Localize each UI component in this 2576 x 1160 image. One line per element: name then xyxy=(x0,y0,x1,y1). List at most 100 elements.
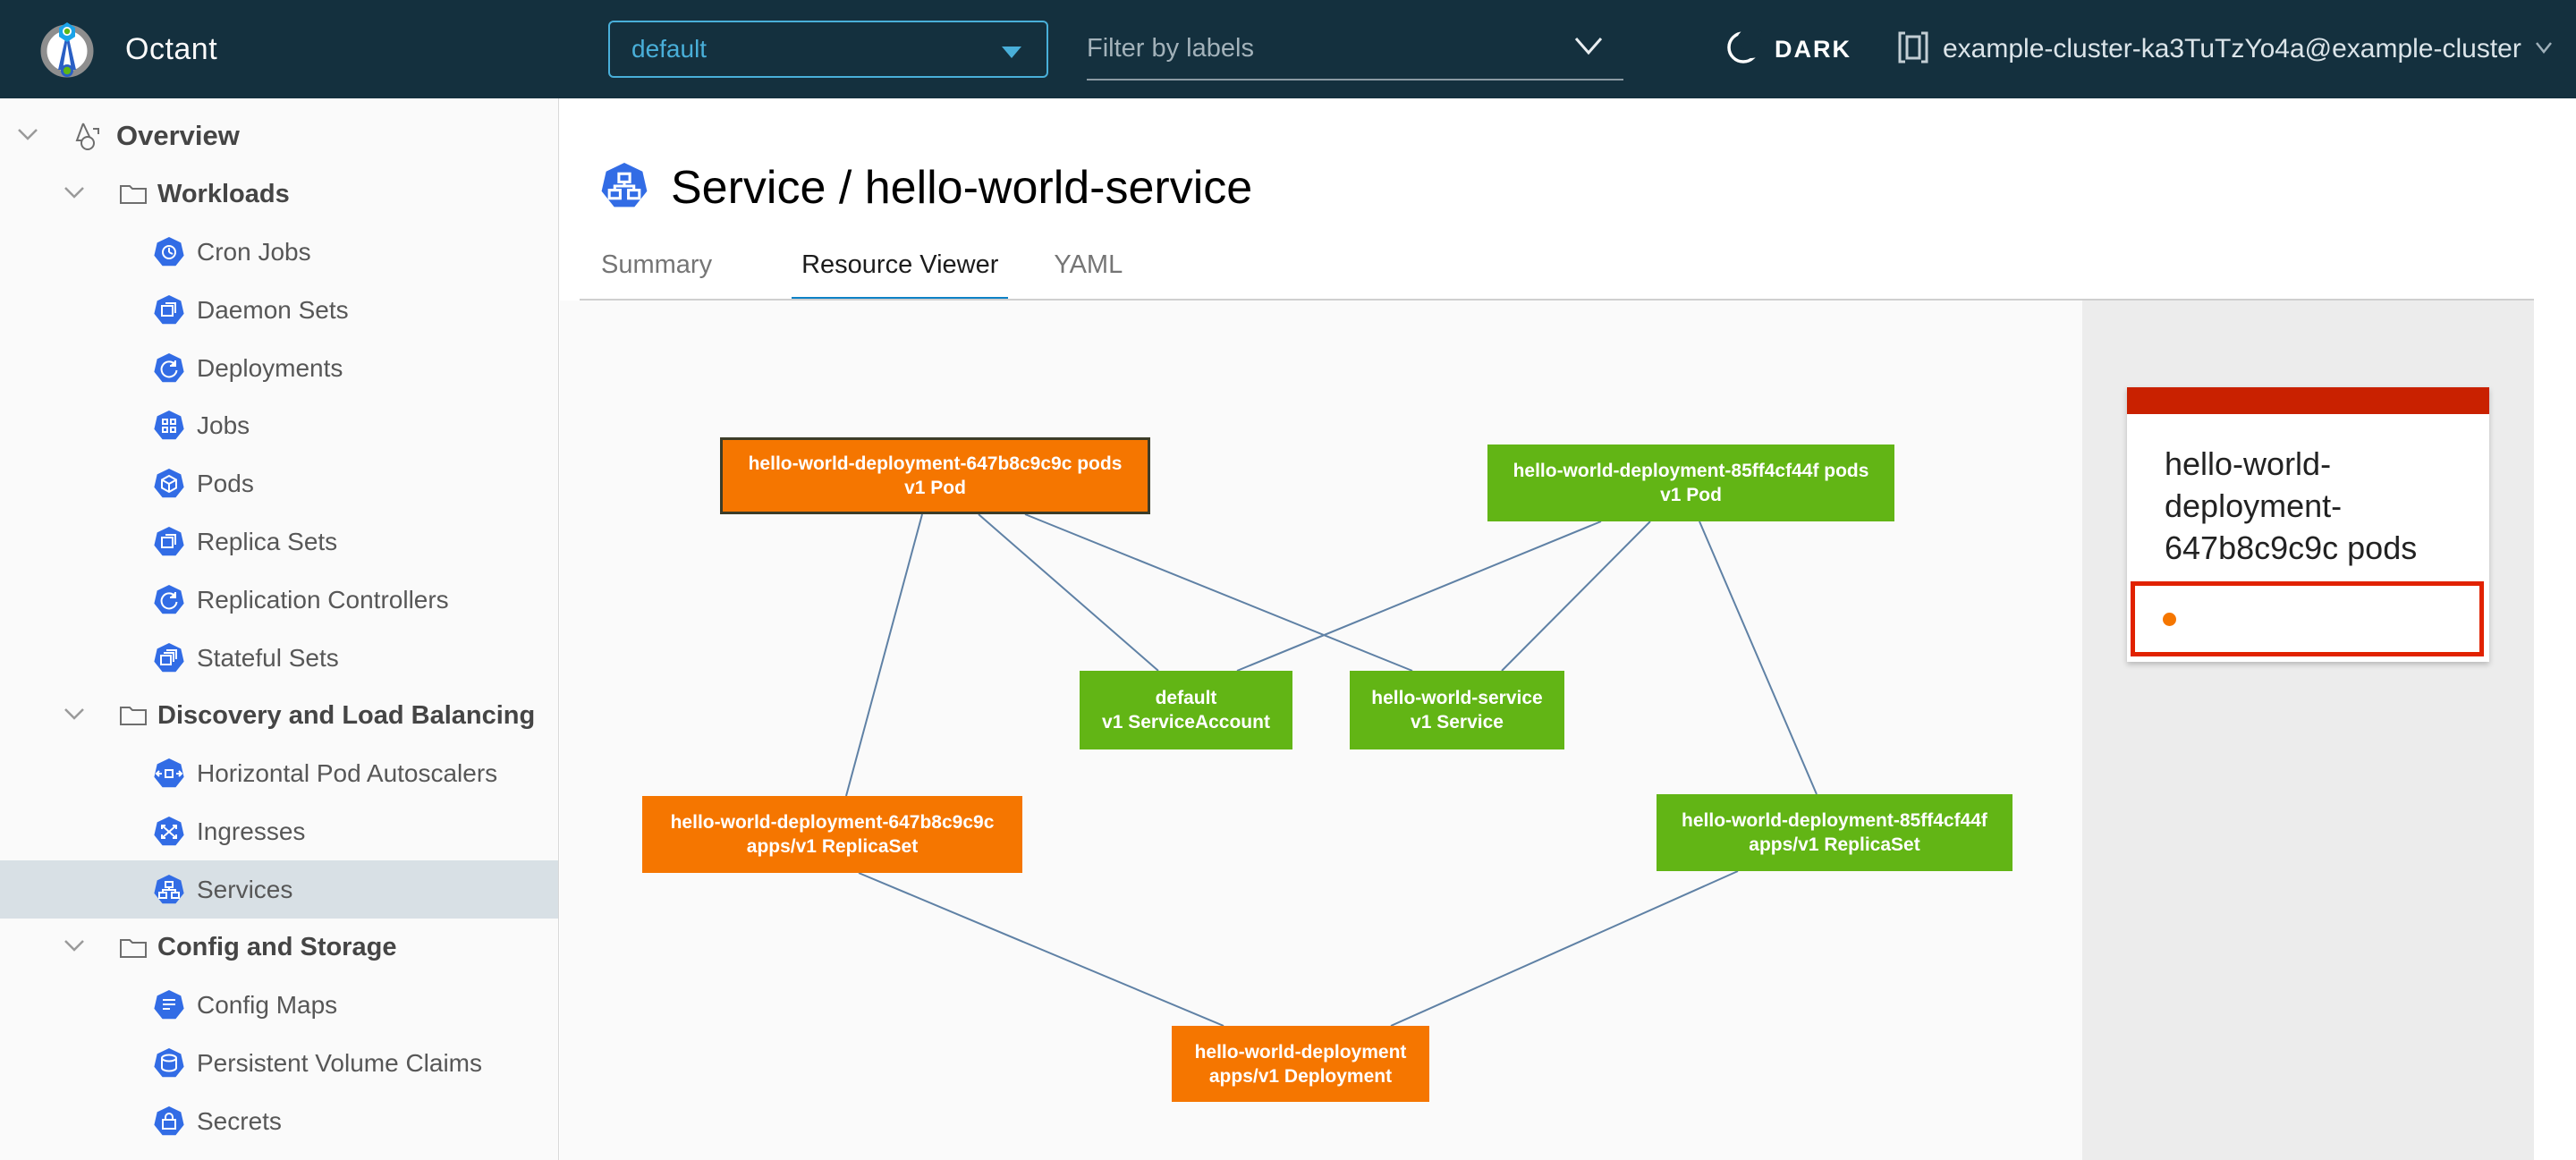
sidebar-item-deployments[interactable]: Deployments xyxy=(0,339,558,397)
sidebar-item-label: Daemon Sets xyxy=(197,295,349,324)
node-name: hello-world-deployment-647b8c9c9c xyxy=(670,812,995,833)
cronjob-icon xyxy=(154,236,184,267)
hpa-icon xyxy=(154,758,184,789)
node-kind: v1 Pod xyxy=(904,478,966,498)
namespace-dropdown[interactable]: default xyxy=(608,21,1048,78)
graph-node-rs-647[interactable]: hello-world-deployment-647b8c9c9c apps/v1… xyxy=(642,796,1022,873)
sidebar-item-pods[interactable]: Pods xyxy=(0,455,558,513)
node-name: hello-world-deployment-85ff4cf44f xyxy=(1682,810,1987,831)
chevron-down-icon[interactable] xyxy=(63,707,86,725)
node-kind: v1 Pod xyxy=(1660,485,1722,505)
node-name: hello-world-deployment xyxy=(1194,1041,1407,1063)
tab-summary[interactable]: Summary xyxy=(601,250,713,279)
sidebar-item-workloads[interactable]: Workloads xyxy=(0,165,558,224)
service-icon xyxy=(601,162,648,214)
node-kind: v1 Service xyxy=(1411,712,1504,732)
sidebar-item-discovery-and-load-balancing[interactable]: Discovery and Load Balancing xyxy=(0,687,558,745)
replicaset-icon xyxy=(154,526,184,557)
node-kind: v1 ServiceAccount xyxy=(1102,712,1270,732)
overview-icon xyxy=(70,118,106,154)
sidebar-item-stateful-sets[interactable]: Stateful Sets xyxy=(0,629,558,687)
node-name: default xyxy=(1155,688,1217,708)
sidebar-item-label: Stateful Sets xyxy=(197,643,339,672)
sidebar-item-label: Deployments xyxy=(197,353,343,382)
page-title-text: Service / hello-world-service xyxy=(671,162,1253,214)
node-name: hello-world-deployment-647b8c9c9c pods xyxy=(748,453,1123,474)
node-name: hello-world-service xyxy=(1371,688,1543,708)
node-kind: apps/v1 ReplicaSet xyxy=(746,836,919,857)
sidebar-item-horizontal-pod-autoscalers[interactable]: Horizontal Pod Autoscalers xyxy=(0,745,558,803)
sidebar-item-config-maps[interactable]: Config Maps xyxy=(0,977,558,1035)
pvc-icon xyxy=(154,1048,184,1079)
graph-node-svc-hello[interactable]: hello-world-service v1 Service xyxy=(1350,671,1564,749)
cluster-icon xyxy=(1896,29,1930,71)
sidebar-item-label: Config and Storage xyxy=(157,933,397,962)
selected-resource-card: hello-world-deployment-647b8c9c9c pods xyxy=(2127,387,2489,662)
graph-node-rs-85f[interactable]: hello-world-deployment-85ff4cf44f apps/v1… xyxy=(1657,794,2012,871)
page-title: Service / hello-world-service xyxy=(601,161,1252,215)
node-kind: apps/v1 Deployment xyxy=(1208,1065,1393,1087)
pod-icon xyxy=(154,469,184,499)
sidebar-item-jobs[interactable]: Jobs xyxy=(0,397,558,455)
chevron-down-icon[interactable] xyxy=(63,185,86,204)
tab-bar-rule xyxy=(580,299,2534,301)
graph-node-pod-647[interactable]: hello-world-deployment-647b8c9c9c pods v1… xyxy=(720,437,1150,514)
daemonset-icon xyxy=(154,294,184,326)
statefulset-icon xyxy=(154,642,184,673)
service-icon xyxy=(154,874,184,905)
cluster-context-label: example-cluster-ka3TuTzYo4a@example-clus… xyxy=(1943,34,2521,64)
sidebar-item-replica-sets[interactable]: Replica Sets xyxy=(0,513,558,572)
main-content: Service / hello-world-service Summary Res… xyxy=(560,98,2576,1160)
sidebar-item-ingresses[interactable]: Ingresses xyxy=(0,803,558,861)
sidebar-item-config-and-storage[interactable]: Config and Storage xyxy=(0,919,558,977)
node-kind: apps/v1 ReplicaSet xyxy=(1749,834,1920,855)
folder-icon xyxy=(118,933,148,963)
card-status-box[interactable] xyxy=(2131,581,2484,656)
sidebar-item-overview[interactable]: Overview xyxy=(0,107,558,165)
sidebar-item-secrets[interactable]: Secrets xyxy=(0,1093,558,1151)
tab-bar: Summary Resource Viewer YAML xyxy=(601,250,1123,303)
ingress-icon xyxy=(154,816,184,847)
graph-node-sa-default[interactable]: default v1 ServiceAccount xyxy=(1080,671,1292,749)
replicationcontroller-icon xyxy=(154,584,184,615)
dropdown-caret-icon xyxy=(1002,47,1021,58)
chevron-down-icon[interactable] xyxy=(63,938,86,957)
sidebar-item-label: Jobs xyxy=(197,411,250,440)
sidebar-item-replication-controllers[interactable]: Replication Controllers xyxy=(0,571,558,629)
chevron-down-icon xyxy=(2534,40,2554,59)
sidebar-item-cron-jobs[interactable]: Cron Jobs xyxy=(0,224,558,282)
app-header: Octant default Filter by labels DARK ex xyxy=(0,0,2576,98)
sidebar-item-services[interactable]: Services xyxy=(0,860,558,919)
label-filter-placeholder: Filter by labels xyxy=(1087,34,1254,63)
label-filter[interactable]: Filter by labels xyxy=(1087,0,1623,98)
namespace-dropdown-value: default xyxy=(631,35,708,63)
moon-icon xyxy=(1726,27,1767,72)
sidebar-item-label: Cron Jobs xyxy=(197,237,311,266)
folder-icon xyxy=(118,700,148,731)
app-title: Octant xyxy=(125,31,218,66)
detail-panel: hello-world-deployment-647b8c9c9c pods xyxy=(2082,301,2534,1160)
theme-toggle-label: DARK xyxy=(1775,35,1852,63)
sidebar-item-label: Pods xyxy=(197,470,254,498)
sidebar-item-label: Workloads xyxy=(157,179,290,208)
tab-resource-viewer[interactable]: Resource Viewer xyxy=(792,250,1009,303)
deployment-icon xyxy=(154,352,184,384)
sidebar-item-label: Overview xyxy=(116,120,240,152)
sidebar-item-label: Discovery and Load Balancing xyxy=(157,700,536,730)
sidebar-item-daemon-sets[interactable]: Daemon Sets xyxy=(0,281,558,339)
theme-toggle-button[interactable]: DARK xyxy=(1726,0,1852,98)
secret-icon xyxy=(154,1105,184,1137)
tab-yaml[interactable]: YAML xyxy=(1054,250,1123,279)
sidebar-item-persistent-volume-claims[interactable]: Persistent Volume Claims xyxy=(0,1035,558,1093)
sidebar-item-label: Replica Sets xyxy=(197,527,338,555)
chevron-down-icon[interactable] xyxy=(1573,36,1604,60)
chevron-down-icon[interactable] xyxy=(16,127,39,146)
cluster-context-selector[interactable]: example-cluster-ka3TuTzYo4a@example-clus… xyxy=(1896,0,2554,98)
sidebar-item-label: Ingresses xyxy=(197,817,306,845)
folder-icon xyxy=(118,179,148,209)
filter-underline xyxy=(1087,79,1623,80)
sidebar-item-label: Replication Controllers xyxy=(197,585,449,614)
